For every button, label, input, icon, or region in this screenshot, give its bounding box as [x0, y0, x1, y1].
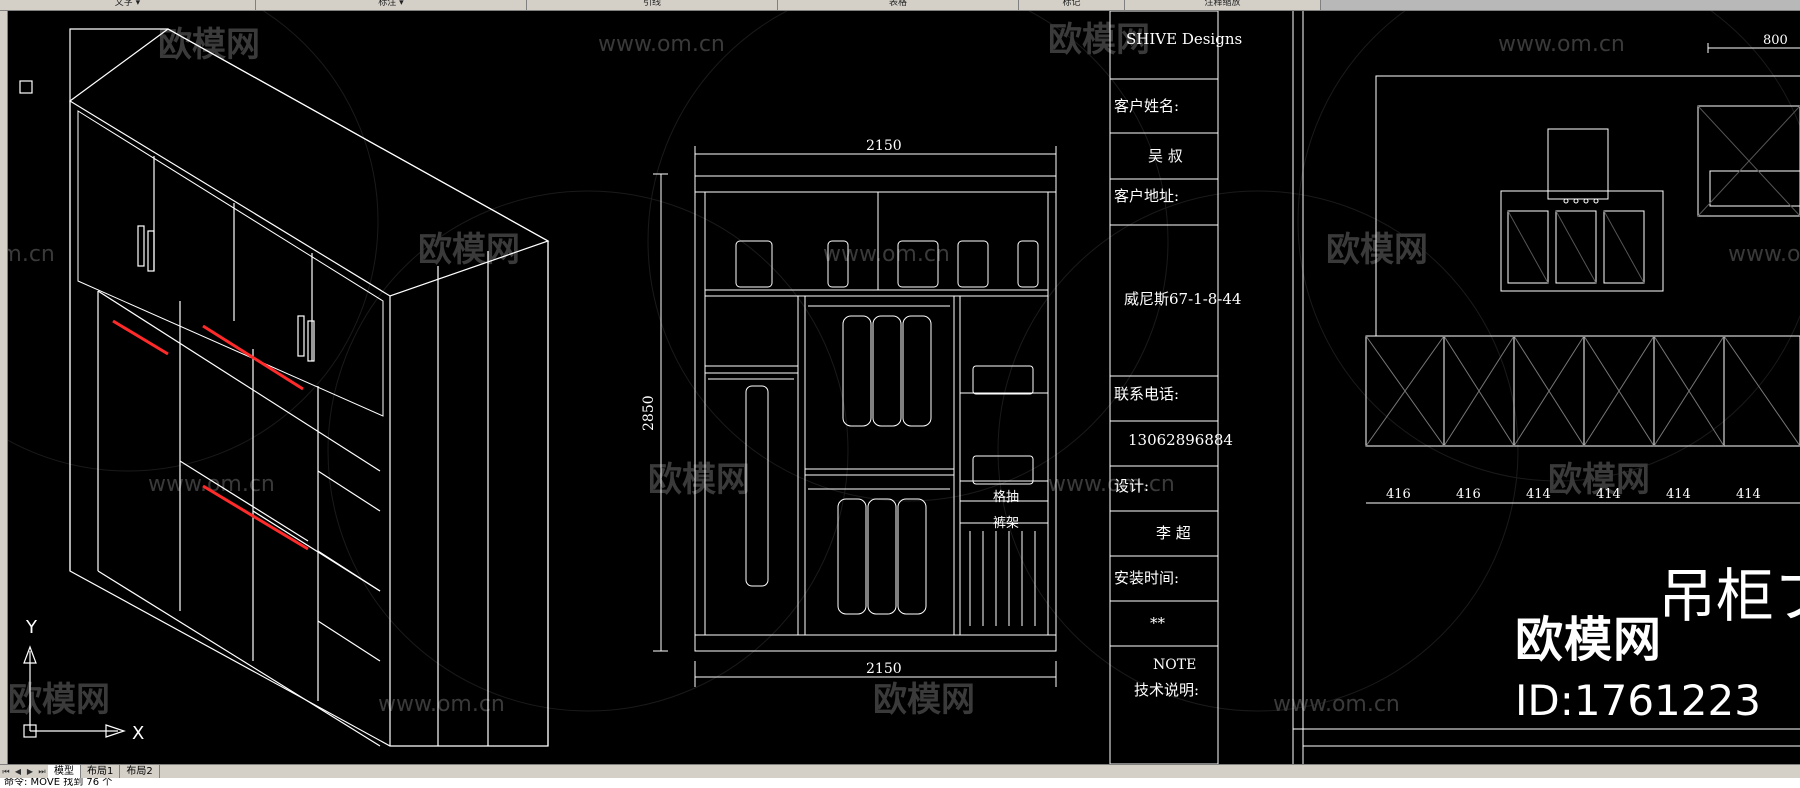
watermark-url: www.om.cn: [1728, 242, 1800, 267]
watermark-logo: 欧模网: [418, 230, 520, 270]
customer-name-label: 客户姓名:: [1114, 97, 1179, 115]
customer-address-label: 客户地址:: [1114, 187, 1179, 205]
brand-logo: SHIVE Designs: [1126, 30, 1242, 48]
designer-label: 设计:: [1114, 477, 1149, 495]
watermark-url: www.om.cn: [378, 692, 505, 717]
watermark-logo: 欧模网: [1048, 20, 1150, 60]
toolbar-empty-area: [1321, 0, 1800, 10]
dimension-label: 414: [1596, 487, 1621, 502]
top-dimension: 800: [1763, 33, 1788, 48]
dimension-style-dropdown[interactable]: 标注 ▾: [256, 0, 527, 10]
elevation-bottom-dimension: 2150: [866, 661, 902, 677]
ucs-y-label: Y: [25, 617, 38, 638]
phone-value: 13062896884: [1128, 431, 1233, 449]
watermark-brand-large: 欧模网: [1515, 612, 1663, 668]
kitchen-dimensions: 800 416 416 414 414 414 414: [1386, 33, 1788, 502]
ribbon-toolbar: 文字 ▾ 标注 ▾ 引线 表格 标记 注释缩放: [0, 0, 1800, 11]
ucs-x-label: X: [132, 723, 144, 744]
drawer-label-2: 裤架: [993, 516, 1019, 531]
wardrobe-elevation: [653, 146, 1057, 687]
watermark-url: www.om.cn: [1498, 32, 1625, 57]
elevation-top-dimension: 2150: [866, 138, 902, 154]
drawer-label-1: 格抽: [993, 489, 1019, 505]
text-style-dropdown[interactable]: 文字 ▾: [0, 0, 256, 10]
watermark-url: www.om.cn: [823, 242, 950, 267]
dimension-label: 416: [1386, 487, 1411, 502]
tech-note-label: 技术说明:: [1134, 681, 1199, 699]
isometric-wardrobe: [19, 28, 550, 747]
tab-layout1[interactable]: 布局1: [81, 765, 121, 779]
layout-tab-bar: ⏮ ◀ ▶ ⏭ 模型 布局1 布局2: [0, 764, 1800, 779]
table-button[interactable]: 表格: [778, 0, 1019, 10]
leader-button[interactable]: 引线: [527, 0, 778, 10]
watermark-layer: 欧模网 www.om.cn 欧模网 www.om.cn www.om.cn 欧模…: [8, 20, 1800, 720]
watermark-logo: 欧模网: [1548, 460, 1650, 500]
next-tab-arrow-icon[interactable]: ▶: [26, 767, 34, 776]
command-line[interactable]: 命令: MOVE 找到 76 个: [0, 778, 1800, 788]
designer-value: 李 超: [1156, 524, 1191, 542]
watermark-logo: 欧模网: [158, 25, 260, 65]
title-block-frame: [1109, 11, 1304, 764]
watermark-url: www.om.cn: [8, 242, 55, 267]
watermark-url: www.om.cn: [1273, 692, 1400, 717]
cabinet-title: 吊柜ブ: [1658, 562, 1800, 630]
watermark-logo: 欧模网: [873, 680, 975, 720]
customer-address-value: 威尼斯67-1-8-44: [1124, 290, 1241, 308]
ucs-icon: [23, 645, 126, 738]
note-label: NOTE: [1153, 657, 1196, 673]
tab-model[interactable]: 模型: [48, 765, 81, 779]
watermark-url: www.om.cn: [148, 472, 275, 497]
watermark-logo: 欧模网: [1326, 230, 1428, 270]
phone-label: 联系电话:: [1114, 385, 1179, 403]
hanging-rods: [112, 319, 309, 551]
tab-layout2[interactable]: 布局2: [120, 765, 160, 779]
customer-name-value: 吴 叔: [1148, 147, 1183, 165]
watermark-url: www.om.cn: [1048, 472, 1175, 497]
dimension-label: 416: [1456, 487, 1481, 502]
drawing-canvas[interactable]: 欧模网 www.om.cn 欧模网 www.om.cn www.om.cn 欧模…: [8, 11, 1800, 764]
first-tab-arrow-icon[interactable]: ⏮: [2, 767, 10, 776]
install-time-value: **: [1150, 614, 1166, 632]
mark-button[interactable]: 标记: [1019, 0, 1125, 10]
watermark-url: www.om.cn: [598, 32, 725, 57]
dimension-label: 414: [1666, 487, 1691, 502]
annotation-scale-button[interactable]: 注释缩放: [1125, 0, 1321, 10]
title-block-text: SHIVE Designs 客户姓名: 吴 叔 客户地址: 威尼斯67-1-8-…: [1114, 30, 1242, 699]
watermark-id: ID:1761223: [1515, 676, 1761, 725]
command-line-text: 命令: MOVE 找到 76 个: [4, 778, 113, 788]
last-tab-arrow-icon[interactable]: ⏭: [38, 767, 46, 776]
prev-tab-arrow-icon[interactable]: ◀: [14, 767, 22, 776]
kitchen-elevation: [1293, 43, 1800, 747]
watermark-logo: 欧模网: [648, 460, 750, 500]
watermark-logo: 欧模网: [8, 680, 110, 720]
dimension-label: 414: [1526, 487, 1551, 502]
dimension-label: 414: [1736, 487, 1761, 502]
elevation-height-dimension: 2850: [641, 395, 657, 431]
install-time-label: 安装时间:: [1114, 569, 1179, 587]
cad-drawing: 欧模网 www.om.cn 欧模网 www.om.cn www.om.cn 欧模…: [8, 11, 1800, 764]
left-scroll-strip[interactable]: [0, 11, 8, 764]
watermark-arcs: [8, 11, 1800, 712]
